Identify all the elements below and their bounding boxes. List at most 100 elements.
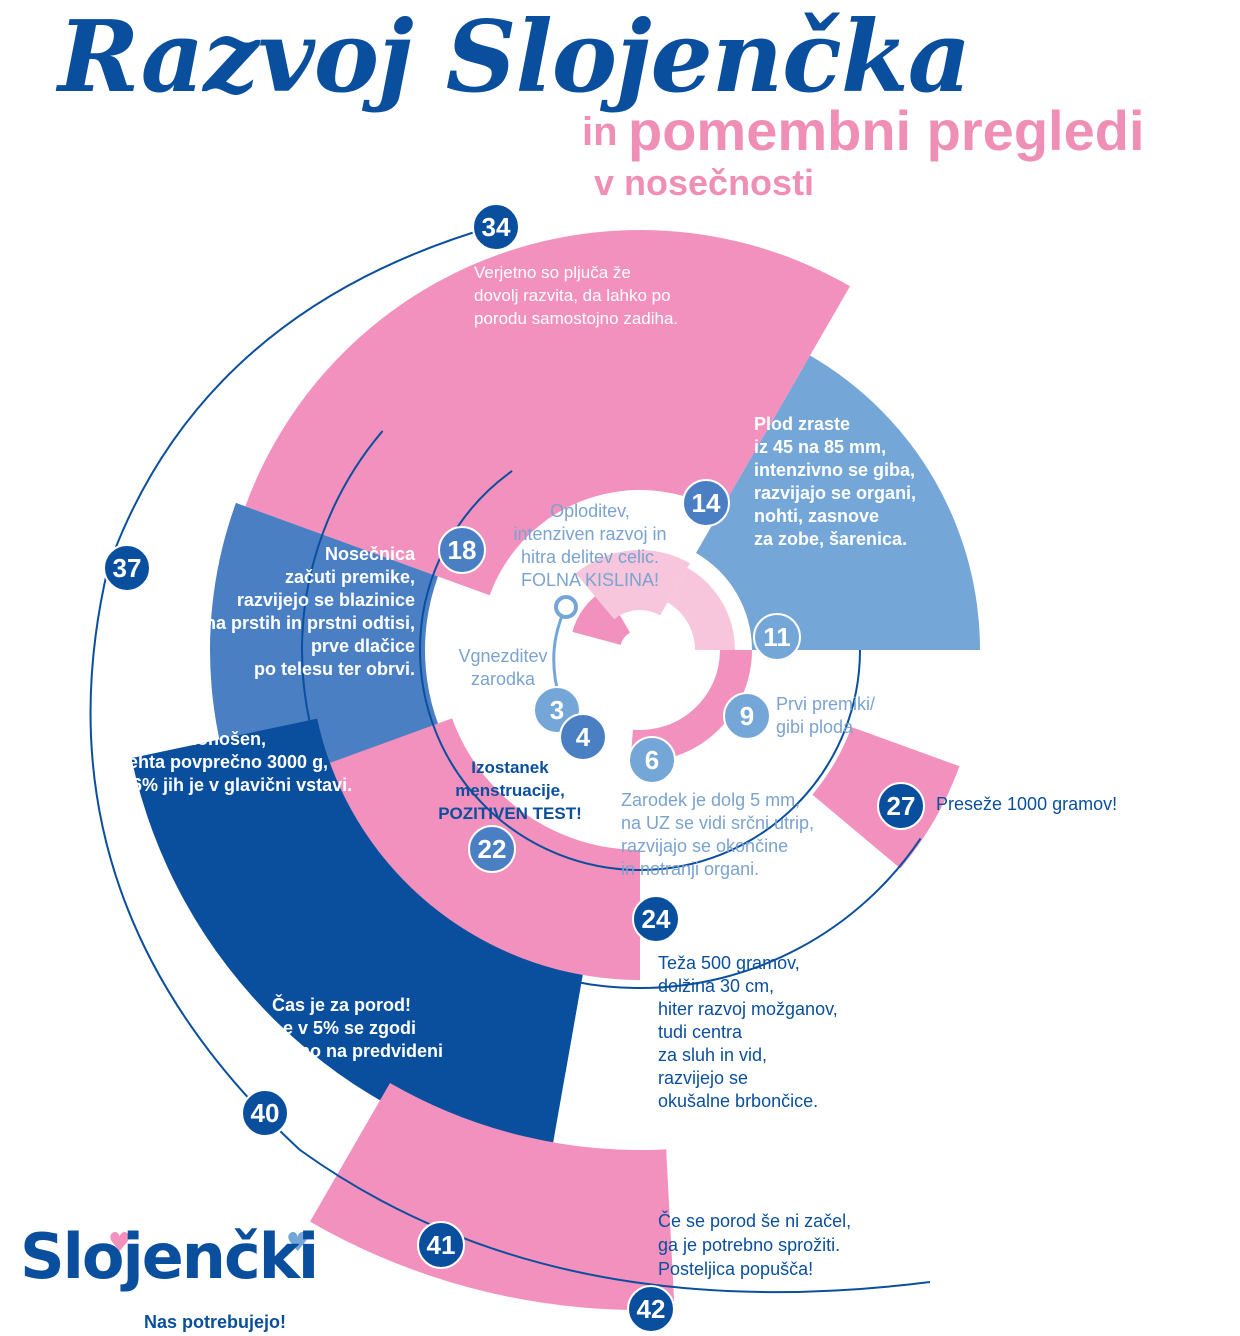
- week-node-circle: [877, 782, 925, 830]
- spiral-ring-middle: [301, 311, 979, 989]
- note-line: razvijejo se: [658, 1068, 748, 1088]
- week-node-9: 9: [723, 692, 771, 740]
- note-line: začuti premike,: [285, 567, 415, 587]
- week-number: 9: [740, 701, 754, 731]
- week-node-circle: [753, 613, 801, 661]
- note-izostanek: Izostanek menstruacije, POZITIVEN TEST!: [438, 758, 582, 823]
- note-line: na UZ se vidi srčni utrip,: [621, 813, 814, 833]
- week-node-40: 40: [241, 1089, 289, 1137]
- note-line: porodu samostojno zadiha.: [474, 309, 678, 328]
- note-line: gibi ploda: [776, 717, 854, 737]
- note-line: datum.: [272, 1064, 331, 1084]
- subtitle-line-2: v nosečnosti: [594, 162, 815, 203]
- note-line: na prstih in prstni odtisi,: [205, 613, 415, 633]
- spiral-ring-inner: [419, 429, 861, 871]
- week-node-circle: [472, 203, 520, 251]
- title-in: in: [582, 110, 618, 154]
- note-line: POZITIVEN TEST!: [438, 804, 582, 823]
- week-node-circle: [417, 1221, 465, 1269]
- note-line: menstruacije,: [455, 781, 565, 800]
- week-node-34: 34: [472, 203, 520, 251]
- note-line: dolžina 30 cm,: [658, 976, 774, 996]
- band-weeks-11-14: [696, 355, 980, 650]
- week-node-27: 27: [877, 782, 925, 830]
- week-number: 42: [637, 1294, 666, 1324]
- note-line: po telesu ter obrvi.: [254, 659, 415, 679]
- note-line: okušalne brbončice.: [658, 1091, 818, 1111]
- note-line: hitra delitev celic.: [521, 547, 659, 567]
- subtitle-line-1: pomembni pregledi: [628, 99, 1145, 162]
- week-number: 14: [692, 488, 721, 518]
- week-number: 3: [550, 695, 564, 725]
- page-title: Razvoj Slojenčka: [58, 0, 971, 115]
- week-number: 40: [251, 1098, 280, 1128]
- note-line: Izostanek: [471, 758, 549, 777]
- spiral-bands: [131, 230, 980, 1310]
- note-presege: Preseže 1000 gramov!: [936, 794, 1117, 814]
- note-line: ga je potrebno sprožiti.: [658, 1235, 840, 1255]
- note-line: razvijajo se okončine: [621, 836, 788, 856]
- note-line: tudi centra: [658, 1022, 743, 1042]
- note-sprozit: Če se porod še ni začel,ga je potrebno s…: [658, 1210, 851, 1279]
- week-node-circle: [627, 1285, 675, 1333]
- week-node-circle: [559, 713, 607, 761]
- heart-blue-icon: ♥: [286, 1228, 310, 1258]
- note-zarodek: Zarodek je dolg 5 mm, na UZ se vidi srčni…: [621, 790, 814, 879]
- week-number: 37: [113, 553, 142, 583]
- week-number: 18: [448, 535, 477, 565]
- note-line: intenzivno se giba,: [754, 460, 915, 480]
- note-line: Vgnezditev: [458, 646, 547, 666]
- week-node-41: 41: [417, 1221, 465, 1269]
- note-line: in notranji organi.: [621, 859, 759, 879]
- week-node-42: 42: [627, 1285, 675, 1333]
- week-node-22: 22: [468, 825, 516, 873]
- note-teza: Teža 500 gramov,dolžina 30 cm,hiter razv…: [658, 953, 838, 1111]
- week-node-37: 37: [103, 544, 151, 592]
- band-weeks-4-6: [572, 589, 630, 645]
- week-node-6: 6: [628, 736, 676, 784]
- spiral-lines: [89, 224, 979, 1294]
- band-weeks-9-11: [630, 650, 752, 762]
- band-weeks-37-40: [131, 718, 583, 1163]
- week-number: 27: [887, 791, 916, 821]
- note-line: zarodka: [471, 669, 536, 689]
- heart-pink-icon: ♥: [108, 1228, 132, 1258]
- note-line: Zarodek je dolg 5 mm,: [621, 790, 800, 810]
- note-line: prve dlačice: [311, 636, 415, 656]
- note-premiki: Prvi premiki/gibi ploda: [776, 694, 875, 737]
- week-node-14: 14: [682, 479, 730, 527]
- note-line: za zobe, šarenica.: [754, 529, 907, 549]
- week-number: 34: [482, 212, 511, 242]
- spiral-outer-top-line: [107, 224, 499, 569]
- spiral-outer-line: [89, 567, 931, 1294]
- week-number: 6: [645, 745, 659, 775]
- week-node-circle: [468, 825, 516, 873]
- week-node-11: 11: [753, 613, 801, 661]
- brand-logo: Slojenčki: [20, 1220, 319, 1293]
- note-line: Posteljica popušča!: [658, 1259, 813, 1279]
- note-line: 96% jih je v glavični vstavi.: [122, 775, 352, 795]
- week-node-4: 4: [559, 713, 607, 761]
- note-line: tehta povprečno 3000 g,: [122, 752, 328, 772]
- week-number: 24: [642, 904, 671, 934]
- note-line: FOLNA KISLINA!: [521, 570, 659, 590]
- note-vgnezditev: Vgnezditev zarodka: [458, 646, 547, 689]
- note-line: razvijejo se blazinice: [237, 590, 415, 610]
- week-node-circle: [682, 479, 730, 527]
- spiral-start-icon: [554, 595, 578, 619]
- note-line: Plod je donošen,: [122, 729, 266, 749]
- week-node-18: 18: [438, 526, 486, 574]
- note-line: razvijajo se organi,: [754, 483, 916, 503]
- week-node-circle: [632, 895, 680, 943]
- note-line: iz 45 na 85 mm,: [754, 437, 886, 457]
- week-node-circle: [241, 1089, 289, 1137]
- note-line: Verjetno so pljuča že: [474, 263, 631, 282]
- week-nodes: 34 6 9 11 14 18 22 24 27 34 37 40 41 42: [103, 203, 925, 1333]
